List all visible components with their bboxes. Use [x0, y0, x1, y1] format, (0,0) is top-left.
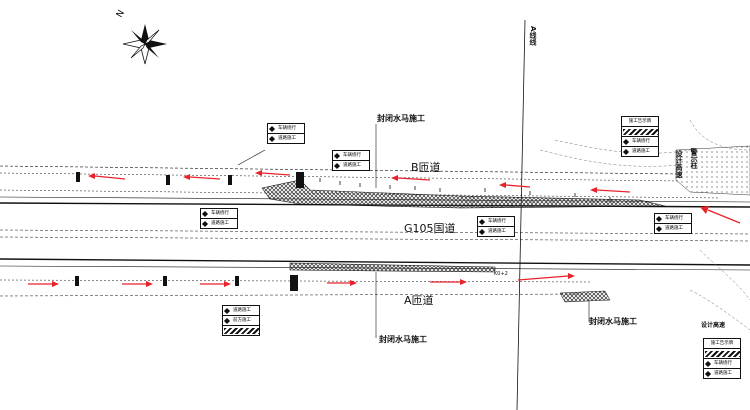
diamond-warning-icon [268, 135, 276, 142]
diamond-warning-icon [655, 225, 663, 232]
diamond-warning-icon [622, 138, 630, 145]
gantry-label: 警示柱 [690, 148, 698, 169]
diamond-warning-icon [268, 125, 276, 132]
sign-board-3: 车辆绕行 道路施工 [200, 208, 238, 229]
notice-board-1: 施工告示牌 车辆绕行 道路施工 [621, 116, 659, 157]
g105-label: G105国道 [404, 222, 456, 235]
diamond-warning-icon [201, 220, 209, 227]
sign-board-2: 车辆绕行 道路施工 [332, 150, 370, 171]
station-label: K0+2 [494, 271, 508, 277]
a-line-label: A线线 [529, 26, 537, 46]
diamond-warning-icon [704, 360, 712, 367]
sign-board-4: 车辆绕行 道路施工 [477, 216, 515, 237]
closure-label-top: 封闭水马施工 [377, 114, 425, 123]
barrier-posts [75, 172, 304, 291]
diamond-warning-icon [201, 210, 209, 217]
sign-board-5: 车辆绕行 道路施工 [654, 213, 692, 234]
a-ramp-closure-zone [289, 262, 496, 273]
diamond-warning-icon [478, 228, 486, 235]
design-label-right: 设计高速 [675, 150, 683, 178]
reference-line [516, 19, 526, 410]
diamond-warning-icon [622, 148, 630, 155]
notice-board-3: 施工告示牌 车辆绕行 道路施工 [703, 338, 741, 379]
diamond-warning-icon [655, 215, 663, 222]
a-ramp-label: A匝道 [404, 294, 434, 307]
diamond-warning-icon [704, 370, 712, 377]
closure-label-right: 封闭水马施工 [589, 317, 637, 326]
svg-text:N: N [115, 9, 127, 20]
diamond-warning-icon [223, 317, 231, 324]
diamond-warning-icon [478, 218, 486, 225]
traffic-arrow-icon [28, 170, 741, 287]
sign-board-1: 车辆绕行 道路施工 [267, 123, 305, 144]
notice-board-2: 道路施工 前方施工 [222, 305, 260, 336]
closure-label-bottom: 封闭水马施工 [379, 335, 427, 344]
design-label-bottom-right: 设计高速 [701, 322, 726, 329]
leader-lines [237, 124, 590, 338]
compass-icon: N [115, 9, 167, 65]
right-work-zone [675, 145, 750, 196]
cone-markers [319, 178, 611, 201]
diamond-warning-icon [223, 307, 231, 314]
b-ramp-label: B匝道 [411, 161, 441, 174]
right-lower-zone [559, 290, 611, 303]
diamond-warning-icon [333, 152, 341, 159]
g105-road-lines [0, 229, 750, 242]
diamond-warning-icon [333, 162, 341, 169]
